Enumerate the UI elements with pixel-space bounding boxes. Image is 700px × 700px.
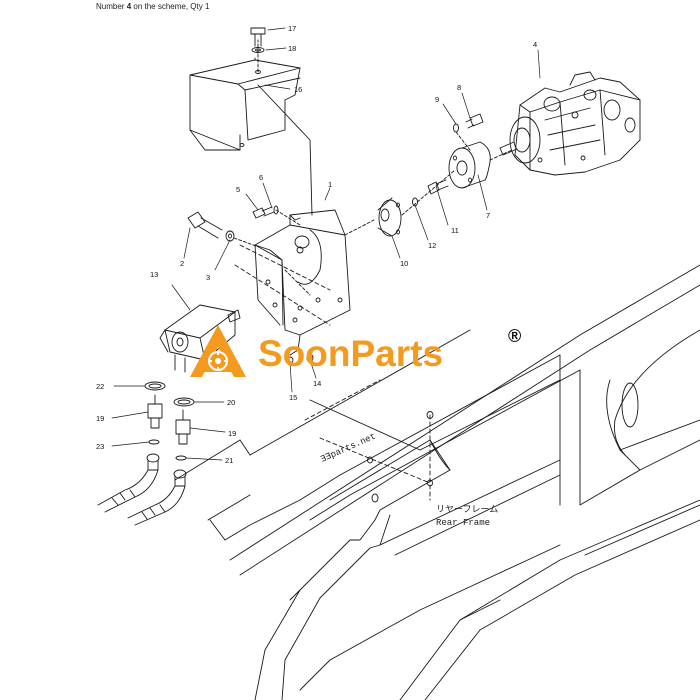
elbow-19-b (175, 409, 191, 445)
leader-lines (111, 27, 541, 461)
callout-10: 10 (400, 259, 408, 268)
soonparts-brand: SoonParts (258, 333, 443, 374)
callout-5: 5 (236, 185, 240, 194)
bracket-16 (189, 39, 313, 216)
callout-13: 13 (150, 270, 158, 279)
rear-frame-label-en: Rear Frame (436, 518, 490, 528)
callout-7: 7 (486, 211, 490, 220)
bolt-17 (250, 27, 266, 53)
washer-12 (412, 179, 449, 207)
caption-prefix: Number (96, 2, 127, 11)
callout-11: 11 (451, 226, 459, 235)
o-ring-23 (148, 439, 160, 445)
hydraulic-pump-4 (499, 71, 641, 176)
callout-21: 21 (225, 456, 233, 465)
soonparts-logo: SoonParts ® (190, 325, 521, 377)
elbow-19-a (147, 394, 163, 429)
bolt-8 (453, 113, 484, 151)
adapter-7 (448, 141, 513, 189)
bolt-5 (252, 205, 301, 226)
small-pump-13 (159, 304, 241, 373)
callout-1: 1 (328, 180, 332, 189)
callout-labels: 17 18 16 1 4 8 9 7 5 6 11 12 10 2 3 13 1… (96, 24, 537, 465)
callout-14: 14 (313, 379, 321, 388)
callout-20: 20 (227, 398, 235, 407)
callout-23: 23 (96, 442, 104, 451)
callout-17: 17 (288, 24, 296, 33)
callout-18: 18 (288, 44, 296, 53)
o-ring-21 (175, 455, 187, 461)
caption-number: 4 (126, 2, 132, 11)
caption-suffix: on the scheme, Qty 1 (131, 2, 210, 11)
rear-frame (174, 264, 700, 700)
callout-15: 15 (289, 393, 297, 402)
callout-9: 9 (435, 95, 439, 104)
rear-frame-label-jp: リヤーフレーム (436, 504, 498, 515)
seal-20 (173, 397, 195, 407)
callout-3: 3 (206, 273, 210, 282)
hose-right (127, 469, 187, 526)
callout-8: 8 (457, 83, 461, 92)
bolt-2 (187, 211, 257, 247)
callout-16: 16 (294, 85, 302, 94)
callout-19-right: 19 (228, 429, 236, 438)
callout-19-left: 19 (96, 414, 104, 423)
callout-6: 6 (259, 173, 263, 182)
diagram-caption: Number 4 on the scheme, Qty 1 (96, 2, 209, 11)
callout-4: 4 (533, 40, 537, 49)
flange-10 (344, 169, 456, 237)
mounting-bracket-1 (234, 209, 351, 356)
seal-22 (144, 381, 166, 391)
callout-12: 12 (428, 241, 436, 250)
soonparts-logo-mark (190, 325, 246, 377)
bolt-14 (306, 353, 314, 363)
callout-22: 22 (96, 382, 104, 391)
callout-2: 2 (180, 259, 184, 268)
hose-left (97, 453, 160, 513)
registered-mark: ® (508, 326, 521, 346)
